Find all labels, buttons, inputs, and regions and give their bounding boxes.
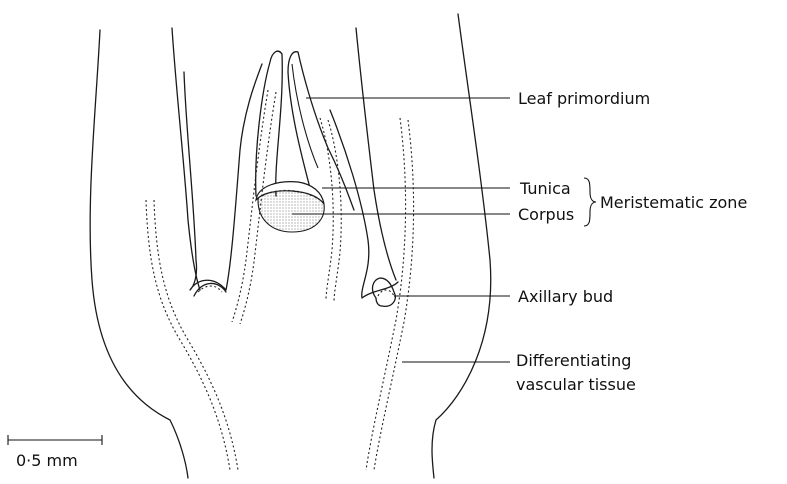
label-leaf-primordium: Leaf primordium — [518, 89, 650, 108]
leaf-primordium-left — [256, 51, 283, 196]
stem-outline-right-inner — [356, 28, 396, 280]
leaf-sheath-right — [330, 110, 398, 298]
scale-bar-label: 0·5 mm — [16, 451, 78, 470]
label-meristematic-zone: Meristematic zone — [600, 193, 747, 212]
label-vascular-tissue-line2: vascular tissue — [516, 375, 636, 394]
vascular-strand-left — [146, 200, 238, 470]
label-tunica: Tunica — [519, 179, 571, 198]
stem-outline-right-outer — [432, 14, 491, 478]
label-vascular-tissue-line1: Differentiating — [516, 351, 631, 370]
stem-outline-left-outer — [90, 30, 188, 478]
axillary-bud-tunica — [378, 290, 394, 296]
meristematic-zone-brace — [584, 178, 596, 226]
scale-bar — [8, 435, 102, 445]
label-axillary-bud: Axillary bud — [518, 287, 613, 306]
label-corpus: Corpus — [518, 205, 574, 224]
leaf-sheath-left — [184, 64, 262, 290]
